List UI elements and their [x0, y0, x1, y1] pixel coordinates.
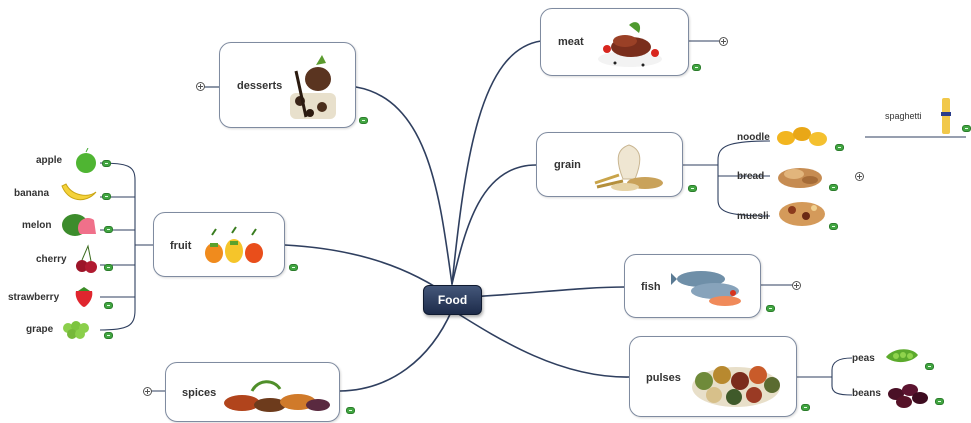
fruit-note-icon[interactable]: [289, 264, 298, 271]
spices-collapse-icon[interactable]: [143, 387, 152, 396]
banana-note-icon[interactable]: [102, 193, 111, 200]
cherry-image: [76, 244, 97, 273]
pulses-item-beans-label[interactable]: beans: [852, 388, 881, 399]
banana-image: [61, 183, 97, 201]
root-node-label: Food: [437, 293, 468, 307]
topic-spices-label: spices: [182, 387, 217, 399]
grain-note-icon[interactable]: [688, 185, 697, 192]
strawberry-note-icon[interactable]: [104, 302, 113, 309]
peas-note-icon[interactable]: [925, 363, 934, 370]
topic-fish-label: fish: [641, 281, 661, 293]
topic-grain-label: grain: [554, 159, 581, 171]
topic-pulses-label: pulses: [646, 372, 681, 384]
fruit-item-apple-label[interactable]: apple: [36, 155, 63, 166]
fruit-item-grape-label[interactable]: grape: [26, 324, 54, 335]
topic-pulses[interactable]: pulses: [629, 336, 797, 417]
grain-image: [594, 144, 663, 191]
bread-image: [778, 168, 822, 188]
fruit-item-strawberry-label[interactable]: strawberry: [8, 292, 60, 303]
pulses-item-peas-label[interactable]: peas: [852, 353, 875, 364]
topic-fish[interactable]: fish: [624, 254, 761, 318]
fruit-item-cherry-label[interactable]: cherry: [36, 254, 67, 265]
fruit-image: [205, 226, 263, 263]
muesli-image: [779, 202, 825, 226]
beans-note-icon[interactable]: [935, 398, 944, 405]
pulses-note-icon[interactable]: [801, 404, 810, 411]
topic-fruit[interactable]: fruit: [153, 212, 285, 277]
noodle-image: [777, 127, 827, 146]
fruit-item-banana-label[interactable]: banana: [14, 188, 50, 199]
apple-image: [76, 148, 96, 173]
noodle-note-icon[interactable]: [835, 144, 844, 151]
fruit-item-melon-label[interactable]: melon: [22, 220, 52, 231]
grain-item-noodle-label[interactable]: noodle: [737, 132, 770, 143]
pulses-image: [692, 366, 780, 407]
root-node-food[interactable]: Food: [423, 285, 482, 315]
grape-image: [63, 321, 89, 339]
grain-collapse-icon[interactable]: [855, 172, 864, 181]
meat-collapse-icon[interactable]: [719, 37, 728, 46]
desserts-collapse-icon[interactable]: [196, 82, 205, 91]
meat-note-icon[interactable]: [692, 64, 701, 71]
noodle-item-spaghetti-label[interactable]: spaghetti: [885, 111, 922, 121]
peas-image: [886, 349, 918, 363]
grain-item-muesli-label[interactable]: muesli: [737, 211, 769, 222]
melon-note-icon[interactable]: [104, 226, 113, 233]
muesli-note-icon[interactable]: [829, 223, 838, 230]
topic-fruit-label: fruit: [170, 240, 192, 252]
topic-meat-label: meat: [558, 36, 584, 48]
fish-image: [671, 271, 741, 306]
desserts-note-icon[interactable]: [359, 117, 368, 124]
spaghetti-image: [941, 98, 951, 134]
melon-image: [62, 214, 96, 236]
topic-desserts-label: desserts: [237, 80, 283, 92]
topic-grain[interactable]: grain: [536, 132, 683, 197]
spices-note-icon[interactable]: [346, 407, 355, 414]
strawberry-image: [75, 287, 93, 307]
grape-note-icon[interactable]: [104, 332, 113, 339]
grain-item-bread-label[interactable]: bread: [737, 171, 765, 182]
cherry-note-icon[interactable]: [104, 264, 113, 271]
apple-note-icon[interactable]: [102, 160, 111, 167]
topic-meat[interactable]: meat: [540, 8, 689, 76]
topic-desserts[interactable]: desserts: [219, 42, 356, 128]
meat-image: [598, 22, 662, 67]
fish-collapse-icon[interactable]: [792, 281, 801, 290]
desserts-image: [290, 55, 336, 119]
bread-note-icon[interactable]: [829, 184, 838, 191]
topic-spices[interactable]: spices: [165, 362, 340, 422]
beans-image: [888, 384, 928, 408]
spices-image: [224, 380, 330, 412]
fish-note-icon[interactable]: [766, 305, 775, 312]
spaghetti-note-icon[interactable]: [962, 125, 971, 132]
